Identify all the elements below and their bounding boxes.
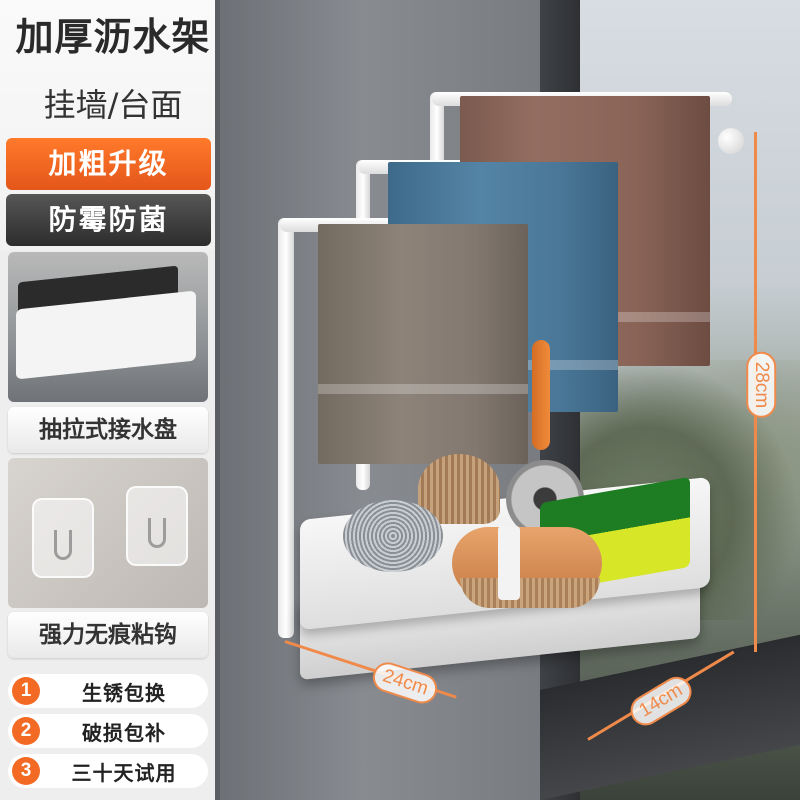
promise-item: 2 破损包补 — [8, 714, 208, 748]
steel-scrubber — [343, 500, 443, 572]
scrub-brush-bristles — [460, 578, 600, 608]
promise-label: 三十天试用 — [71, 760, 177, 785]
promise-number-badge: 3 — [12, 757, 40, 785]
promise-label: 生锈包换 — [82, 680, 166, 705]
grey-towel — [318, 224, 528, 464]
anti-mold-badge: 防霉防菌 — [6, 194, 211, 246]
promise-number-badge: 2 — [12, 717, 40, 745]
bar-end-cap — [718, 128, 744, 154]
drawer-tray-photo — [8, 252, 208, 402]
product-subtitle: 挂墙/台面 — [43, 86, 183, 124]
hook-plate — [32, 498, 94, 578]
promise-item: 3 三十天试用 — [8, 754, 208, 788]
upgrade-badge: 加粗升级 — [6, 138, 211, 190]
feature-caption-hook: 强力无痕粘钩 — [8, 612, 208, 658]
hook-icon — [148, 518, 166, 548]
adhesive-hook-photo — [8, 458, 208, 608]
promise-label: 破损包补 — [82, 720, 166, 745]
rack-upright-front — [278, 218, 294, 638]
scrub-brush-band — [498, 526, 520, 600]
hook-icon — [54, 530, 72, 560]
promise-item: 1 生锈包换 — [8, 674, 208, 708]
hook-plate — [126, 486, 188, 566]
hanging-brush-handle — [532, 340, 550, 450]
product-title: 加厚沥水架 — [15, 15, 211, 59]
feature-caption-drawer: 抽拉式接水盘 — [8, 407, 208, 453]
height-dimension-label: 28cm — [746, 351, 777, 419]
promise-number-badge: 1 — [12, 677, 40, 705]
